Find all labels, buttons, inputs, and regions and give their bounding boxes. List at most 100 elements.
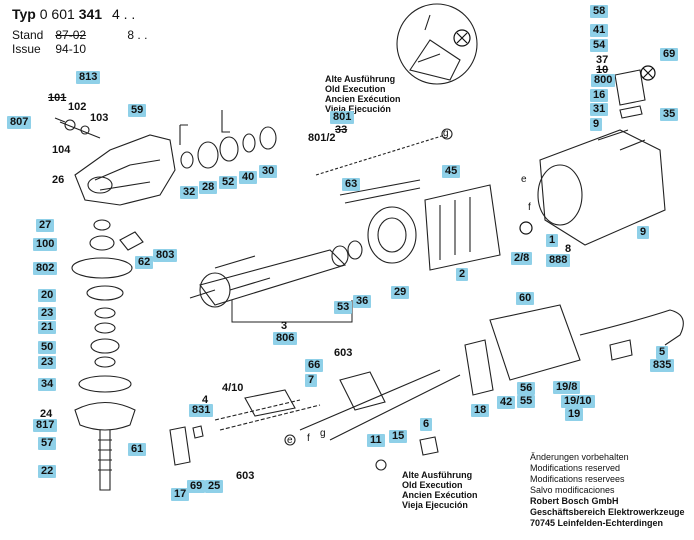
part-label[interactable]: 21 [38, 321, 57, 334]
part-label-plain: 24 [40, 408, 53, 420]
part-label[interactable]: 806 [273, 332, 298, 345]
field-winding [424, 184, 501, 271]
part-label[interactable]: 42 [497, 396, 516, 409]
part-label[interactable]: 69 [187, 480, 206, 493]
part-label[interactable]: 53 [334, 301, 353, 314]
armature [199, 249, 347, 306]
part-label[interactable]: 23 [38, 307, 57, 320]
part-label[interactable]: 2/8 [511, 252, 533, 265]
part-label[interactable]: 60 [516, 292, 535, 305]
gear-housing [74, 134, 176, 206]
part-label[interactable]: 6 [420, 418, 433, 431]
part-label[interactable]: 36 [353, 295, 372, 308]
part-label[interactable]: 19/10 [561, 395, 595, 408]
part-label-plain: 37 [596, 54, 609, 66]
exploded-view-drawing [54, 3, 684, 491]
part-label[interactable]: 5 [656, 346, 669, 359]
part-label-plain: 603 [334, 347, 353, 359]
part-label[interactable]: 2 [456, 268, 469, 281]
part-label[interactable]: 831 [189, 404, 214, 417]
part-label[interactable]: 54 [590, 39, 609, 52]
part-label[interactable]: 100 [33, 238, 58, 251]
type-suffix: 4 . . [111, 6, 136, 22]
part-label[interactable]: 19 [565, 408, 584, 421]
part-label[interactable]: 22 [38, 465, 57, 478]
part-label[interactable]: 61 [128, 443, 147, 456]
part-label[interactable]: 1 [546, 234, 559, 247]
part-label[interactable]: 9 [590, 118, 603, 131]
part-label[interactable]: 803 [153, 249, 178, 262]
marker-e-bottom: e [287, 435, 293, 446]
stand-new: 8 . . [127, 28, 148, 42]
part-label[interactable]: 29 [391, 286, 410, 299]
inset-detail-circle [396, 3, 478, 85]
part-label-plain: 26 [52, 174, 65, 186]
part-label-plain: 104 [52, 144, 71, 156]
part-label-plain: 603 [236, 470, 255, 482]
part-label[interactable]: 7 [305, 374, 318, 387]
footer-address: 70745 Leinfelden-Echterdingen [530, 518, 664, 528]
part-label[interactable]: 63 [342, 178, 361, 191]
part-label[interactable]: 40 [239, 171, 258, 184]
part-label[interactable]: 58 [590, 5, 609, 18]
part-label[interactable]: 28 [199, 181, 218, 194]
rear-handle [489, 304, 581, 381]
old-execution-note-top: Alte Ausführung Old Execution Ancien Exé… [325, 74, 401, 114]
part-label[interactable]: 69 [660, 48, 679, 61]
part-label[interactable]: 15 [389, 430, 408, 443]
motor-housing [539, 129, 666, 246]
part-label[interactable]: 45 [442, 165, 461, 178]
part-label[interactable]: 50 [38, 341, 57, 354]
part-label[interactable]: 27 [36, 219, 55, 232]
part-label[interactable]: 62 [135, 256, 154, 269]
issue-line: Issue 94-10 [12, 42, 86, 56]
footer-company: Robert Bosch GmbH [530, 496, 619, 506]
part-label[interactable]: 19/8 [553, 381, 581, 394]
part-label[interactable]: 17 [171, 488, 190, 501]
part-label-plain: 101 [48, 92, 67, 104]
marker-f-bottom: f [307, 433, 310, 444]
footer-line: Modifications reserved [530, 463, 621, 473]
stand-label: Stand [12, 28, 44, 42]
part-label[interactable]: 802 [33, 262, 58, 275]
part-label[interactable]: 35 [660, 108, 679, 121]
part-label[interactable]: 57 [38, 437, 57, 450]
part-label[interactable]: 66 [305, 359, 324, 372]
part-label[interactable]: 835 [650, 359, 675, 372]
part-label[interactable]: 41 [590, 24, 609, 37]
part-label[interactable]: 16 [590, 89, 609, 102]
part-label-plain: 33 [335, 124, 348, 136]
part-label[interactable]: 801 [330, 111, 355, 124]
power-cable [579, 309, 684, 346]
part-label[interactable]: 25 [205, 480, 224, 493]
part-label[interactable]: 817 [33, 419, 58, 432]
part-label[interactable]: 55 [517, 395, 536, 408]
stand-value: 87-02 [55, 28, 87, 42]
baffle-ring [367, 206, 417, 264]
marker-f-top: f [528, 202, 531, 213]
issue-value: 94-10 [55, 42, 87, 56]
part-label[interactable]: 11 [367, 434, 385, 447]
part-label[interactable]: 23 [38, 356, 57, 369]
part-label[interactable]: 888 [546, 254, 571, 267]
part-label-plain: 8 [565, 243, 572, 255]
marker-e-top: e [521, 174, 527, 185]
part-label[interactable]: 31 [590, 103, 609, 116]
part-label[interactable]: 59 [128, 104, 147, 117]
part-label[interactable]: 32 [180, 186, 199, 199]
part-label[interactable]: 807 [7, 116, 32, 129]
part-label[interactable]: 9 [637, 226, 650, 239]
part-label[interactable]: 20 [38, 289, 57, 302]
part-label[interactable]: 800 [591, 74, 616, 87]
part-label[interactable]: 34 [38, 378, 57, 391]
marker-g-bottom: g [320, 428, 326, 439]
issue-label: Issue [12, 42, 41, 56]
part-label[interactable]: 30 [259, 165, 278, 178]
part-label[interactable]: 813 [76, 71, 101, 84]
part-label[interactable]: 56 [517, 382, 536, 395]
type-prefix: 0 601 [39, 6, 75, 22]
stand-line: Stand 87-02 8 . . [12, 28, 147, 42]
part-label[interactable]: 18 [471, 404, 490, 417]
part-label-plain: 4 [202, 394, 209, 406]
part-label[interactable]: 52 [219, 176, 238, 189]
